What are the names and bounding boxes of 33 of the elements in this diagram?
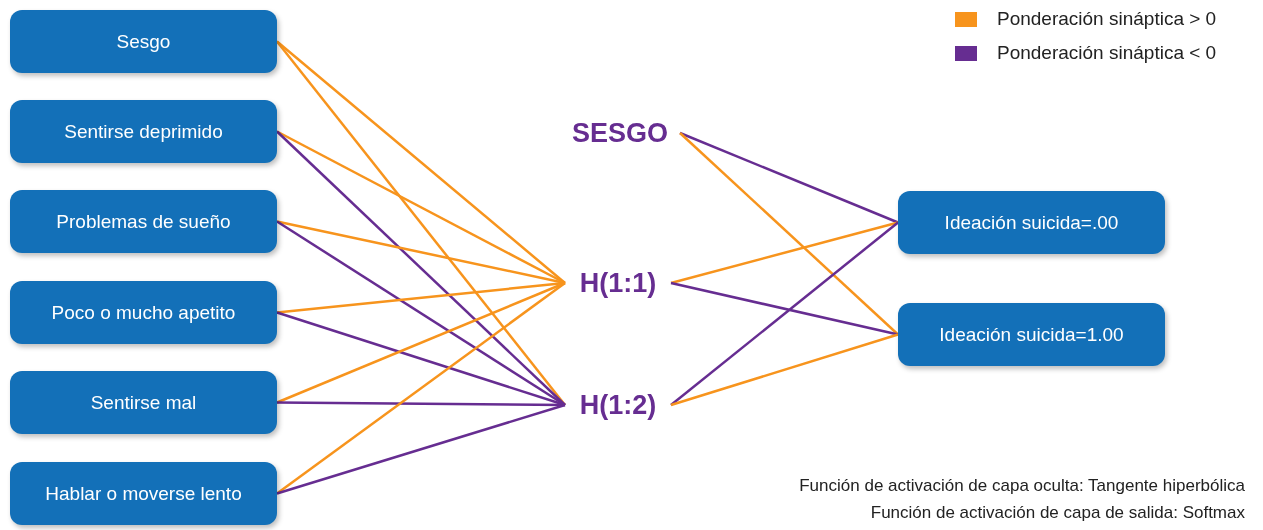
node-label: SESGO [560, 114, 680, 152]
legend-label: Ponderación sináptica > 0 [997, 8, 1217, 30]
process-box: Sentirse deprimido [10, 100, 277, 163]
connector-line [276, 130, 566, 285]
connector-line [670, 281, 899, 336]
connector-line [276, 40, 566, 284]
process-box: Ideación suicida=1.00 [898, 303, 1165, 366]
connector-line [276, 281, 566, 404]
legend-label: Ponderación sináptica < 0 [997, 42, 1217, 64]
connector-line [276, 40, 566, 406]
connector-line [276, 311, 566, 407]
process-box: Problemas de sueño [10, 190, 277, 253]
connector-line [276, 403, 566, 495]
connector-line [670, 333, 899, 407]
process-box: Sentirse mal [10, 371, 277, 434]
connector-line [276, 220, 566, 407]
connector-line [670, 221, 899, 285]
connector-line [679, 131, 899, 224]
connector-line [276, 220, 566, 285]
connector-line [276, 282, 566, 495]
connector-line [277, 401, 565, 407]
connector-line [276, 130, 566, 406]
connector-line [670, 221, 899, 406]
process-box: Hablar o moverse lento [10, 462, 277, 525]
note-text: Función de activación de capa de salida: Softmax [870, 503, 1245, 523]
process-box: Sesgo [10, 10, 277, 73]
process-box: Ideación suicida=.00 [898, 191, 1165, 254]
note-text: Función de activación de capa oculta: Tangente hiperbólica [799, 476, 1245, 496]
process-box: Poco o mucho apetito [10, 281, 277, 344]
connector-line [276, 281, 566, 314]
connector-line [679, 132, 899, 336]
node-label: H(1:2) [565, 386, 671, 424]
node-label: H(1:1) [565, 264, 671, 302]
